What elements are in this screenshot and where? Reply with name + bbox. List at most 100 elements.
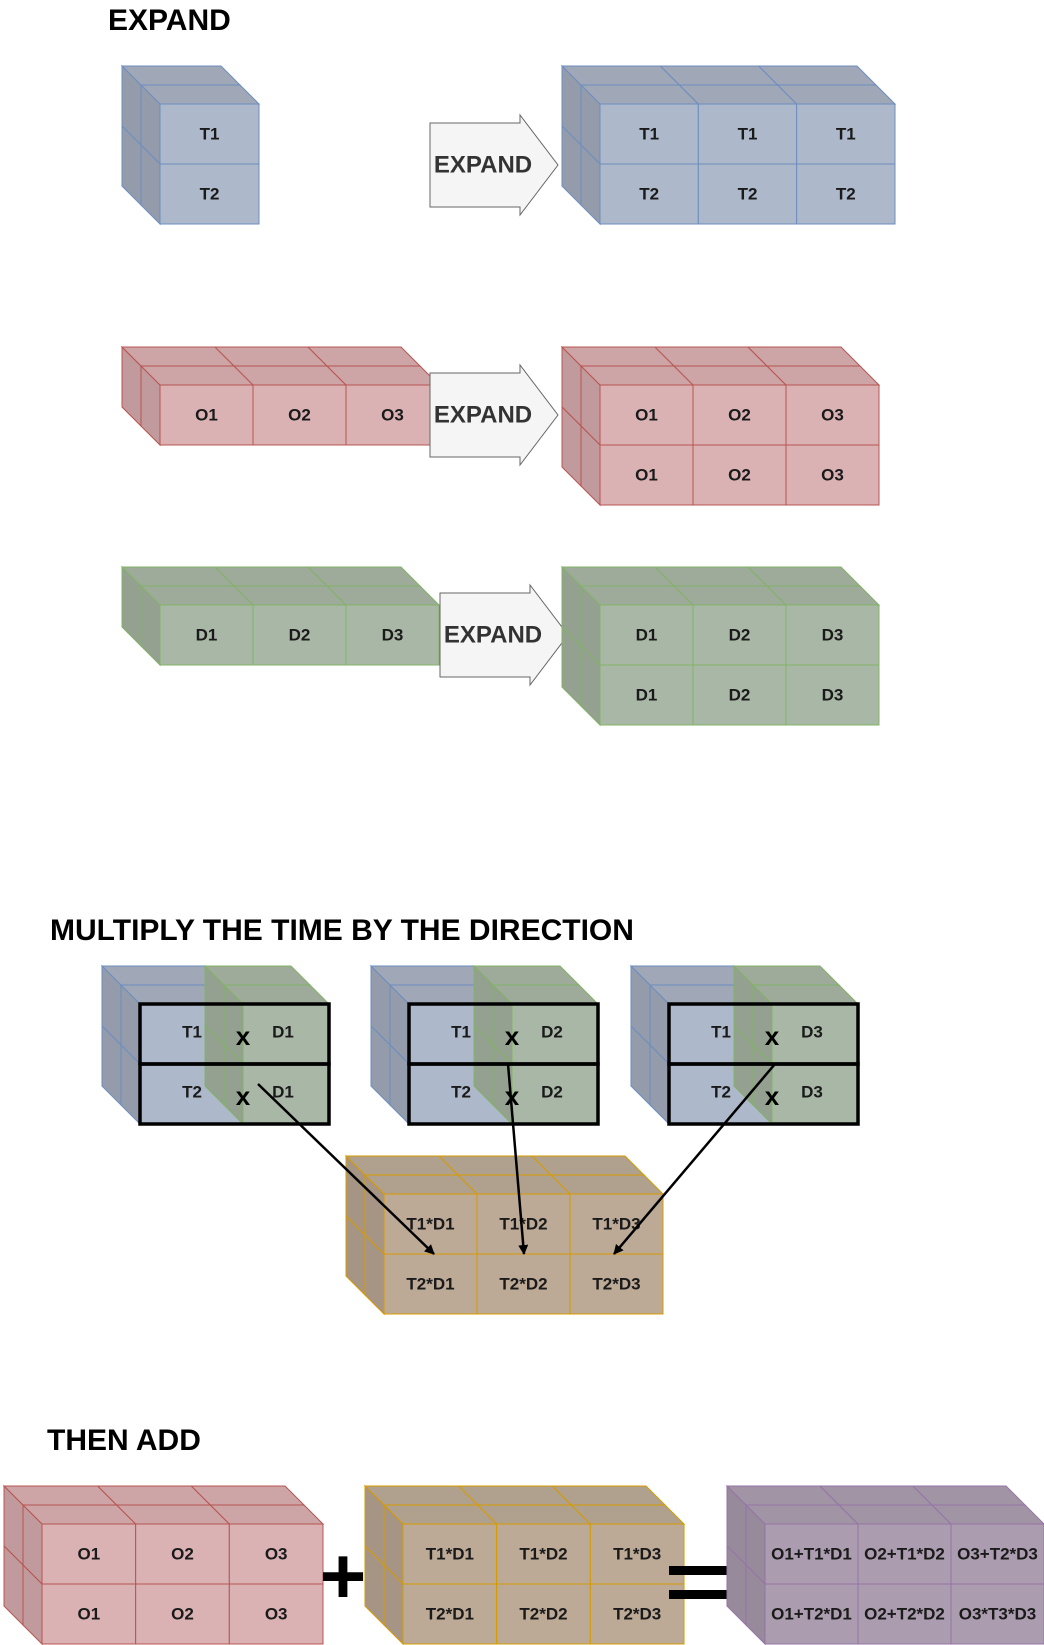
direction-output-cell	[785, 664, 880, 726]
pair-direction-back-top-face	[732, 965, 841, 986]
sum-cell-label: O1+T2*D1	[771, 1605, 852, 1624]
origin-output-cell-label: O3	[821, 406, 844, 425]
origin-output-cell	[692, 384, 787, 446]
multiply-x-icon: x	[236, 1081, 251, 1111]
origin-output-top-face	[765, 365, 881, 386]
origin-input-cell	[159, 384, 254, 446]
pair-direction-top-face	[222, 984, 331, 1005]
pair-direction-back-top-face	[203, 965, 312, 986]
origin-output-cell-label: O2	[728, 466, 751, 485]
product-cell-label: T1*D3	[592, 1215, 640, 1234]
product-cell	[476, 1253, 571, 1315]
pair-row-outline	[407, 1062, 600, 1126]
product-cell	[569, 1253, 664, 1315]
direction-input-cell	[345, 604, 440, 666]
add-middle-cell-label: T2*D2	[519, 1605, 567, 1624]
pair-direction-label: D3	[801, 1083, 823, 1102]
origin-input-back-top-face	[306, 346, 422, 367]
sum-cell-label: O3+T2*D3	[957, 1545, 1038, 1564]
add-left-cell	[135, 1523, 230, 1585]
pair-time-label: T2	[182, 1083, 202, 1102]
add-left-cell-label: O1	[77, 1605, 100, 1624]
multiply-arrows	[257, 1063, 776, 1255]
direction-input-cell-label: D2	[289, 626, 311, 645]
direction-output-cell	[599, 664, 694, 726]
sum-top-face	[930, 1504, 1044, 1525]
add-left-cell	[41, 1583, 137, 1645]
sum-cell	[857, 1523, 952, 1585]
expand-arrow-shape	[429, 113, 559, 217]
add-left-cell-label: O2	[171, 1545, 194, 1564]
pair-direction-label: D3	[801, 1023, 823, 1042]
time-output-cell	[697, 163, 798, 225]
origin-output-cell-label: O2	[728, 406, 751, 425]
time-output-cell-label: T1	[639, 125, 659, 144]
sum-cell	[857, 1583, 952, 1645]
origin-output-cell-label: O1	[635, 406, 658, 425]
direction-output-cell-label: D3	[822, 686, 844, 705]
expand-arrow-origin: EXPAND	[429, 363, 559, 467]
direction-output-cell-label: D2	[729, 626, 751, 645]
origin-input-cell	[252, 384, 347, 446]
add-left-cell	[228, 1523, 324, 1585]
add-left-cell	[135, 1583, 230, 1645]
equals-bar	[669, 1590, 739, 1599]
product-top-face	[549, 1174, 665, 1195]
add-middle-cell-label: T2*D1	[426, 1605, 474, 1624]
origin-input-top-face	[325, 365, 441, 386]
time-output-top-face	[776, 84, 897, 105]
pair-direction-top-face	[751, 984, 860, 1005]
add-middle-back-top-face	[457, 1485, 573, 1506]
expand-arrow-shape	[439, 583, 569, 687]
add-middle-cell	[589, 1523, 685, 1585]
pair-direction-back-top-face	[472, 965, 581, 986]
add-left-top-face	[21, 1504, 137, 1525]
time-output-back-top-face	[757, 65, 878, 86]
sum-cell	[764, 1523, 859, 1585]
add-middle-cell-label: T1*D2	[519, 1545, 567, 1564]
pair-row-outline	[667, 1062, 860, 1126]
add-middle-back-top-face	[551, 1485, 667, 1506]
time-output-back-top-face	[659, 65, 779, 86]
sum-back-top-face	[911, 1485, 1027, 1506]
time-output-cell-label: T1	[836, 125, 856, 144]
add-middle-back-top-face	[363, 1485, 479, 1506]
time-input-cell-label: T2	[200, 185, 220, 204]
time-output-cell-label: T2	[639, 185, 659, 204]
time-input-top-face	[139, 84, 261, 105]
add-middle-cell	[402, 1583, 498, 1645]
pair-row-outline	[138, 1062, 331, 1126]
origin-output-cell	[692, 444, 787, 506]
direction-input-cell-label: D3	[382, 626, 404, 645]
product-cell	[383, 1193, 478, 1255]
origin-output-cell	[599, 444, 694, 506]
pair-time-label: T1	[711, 1023, 731, 1042]
expand-section-title: EXPAND	[108, 4, 231, 37]
add-left-top-face	[115, 1504, 231, 1525]
add-middle-top-face	[476, 1504, 592, 1525]
origin-output-cell-label: O3	[821, 466, 844, 485]
product-back-top-face	[530, 1155, 646, 1176]
origin-output-cell	[785, 444, 880, 506]
multiply-flow-arrow	[257, 1083, 435, 1255]
expand-arrow-label: EXPAND	[434, 152, 532, 179]
direction-input-cell	[252, 604, 347, 666]
add-left-cell-label: O3	[265, 1545, 288, 1564]
time-output-cell-label: T2	[836, 185, 856, 204]
add-left-back-top-face	[190, 1485, 306, 1506]
time-input-cell	[159, 163, 260, 225]
plus-glyph: +	[320, 1532, 367, 1621]
pair-direction-label: D2	[541, 1083, 563, 1102]
product-cell-label: T1*D1	[406, 1215, 454, 1234]
direction-output-cell	[692, 604, 787, 666]
